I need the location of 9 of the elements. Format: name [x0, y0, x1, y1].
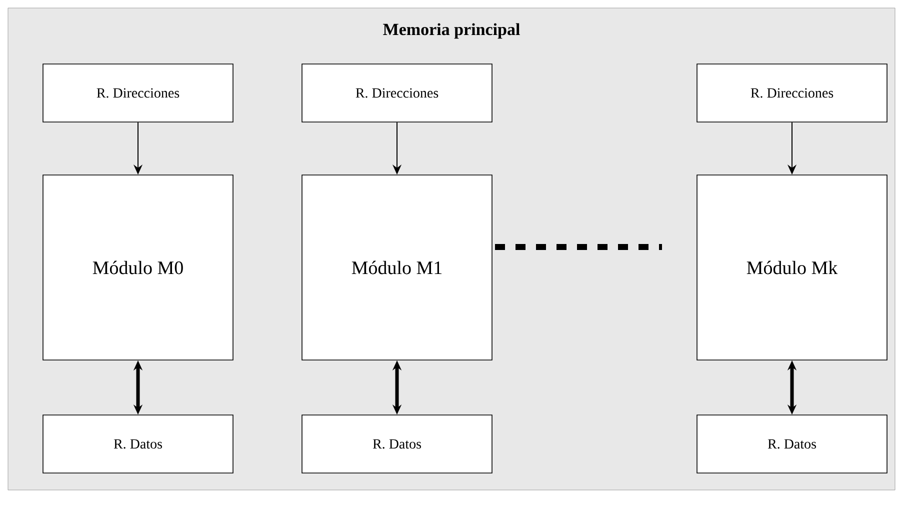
register-box: R. Direcciones [42, 64, 234, 122]
register-box: R. Datos [696, 414, 888, 474]
register-box: R. Datos [42, 414, 234, 474]
module-box: Módulo M1 [302, 174, 492, 360]
register-box: R. Direcciones [696, 64, 888, 122]
register-box: R. Datos [302, 414, 492, 474]
module-box: Módulo Mk [696, 174, 888, 360]
register-box: R. Direcciones [302, 64, 492, 122]
module-box: Módulo M0 [42, 174, 234, 360]
